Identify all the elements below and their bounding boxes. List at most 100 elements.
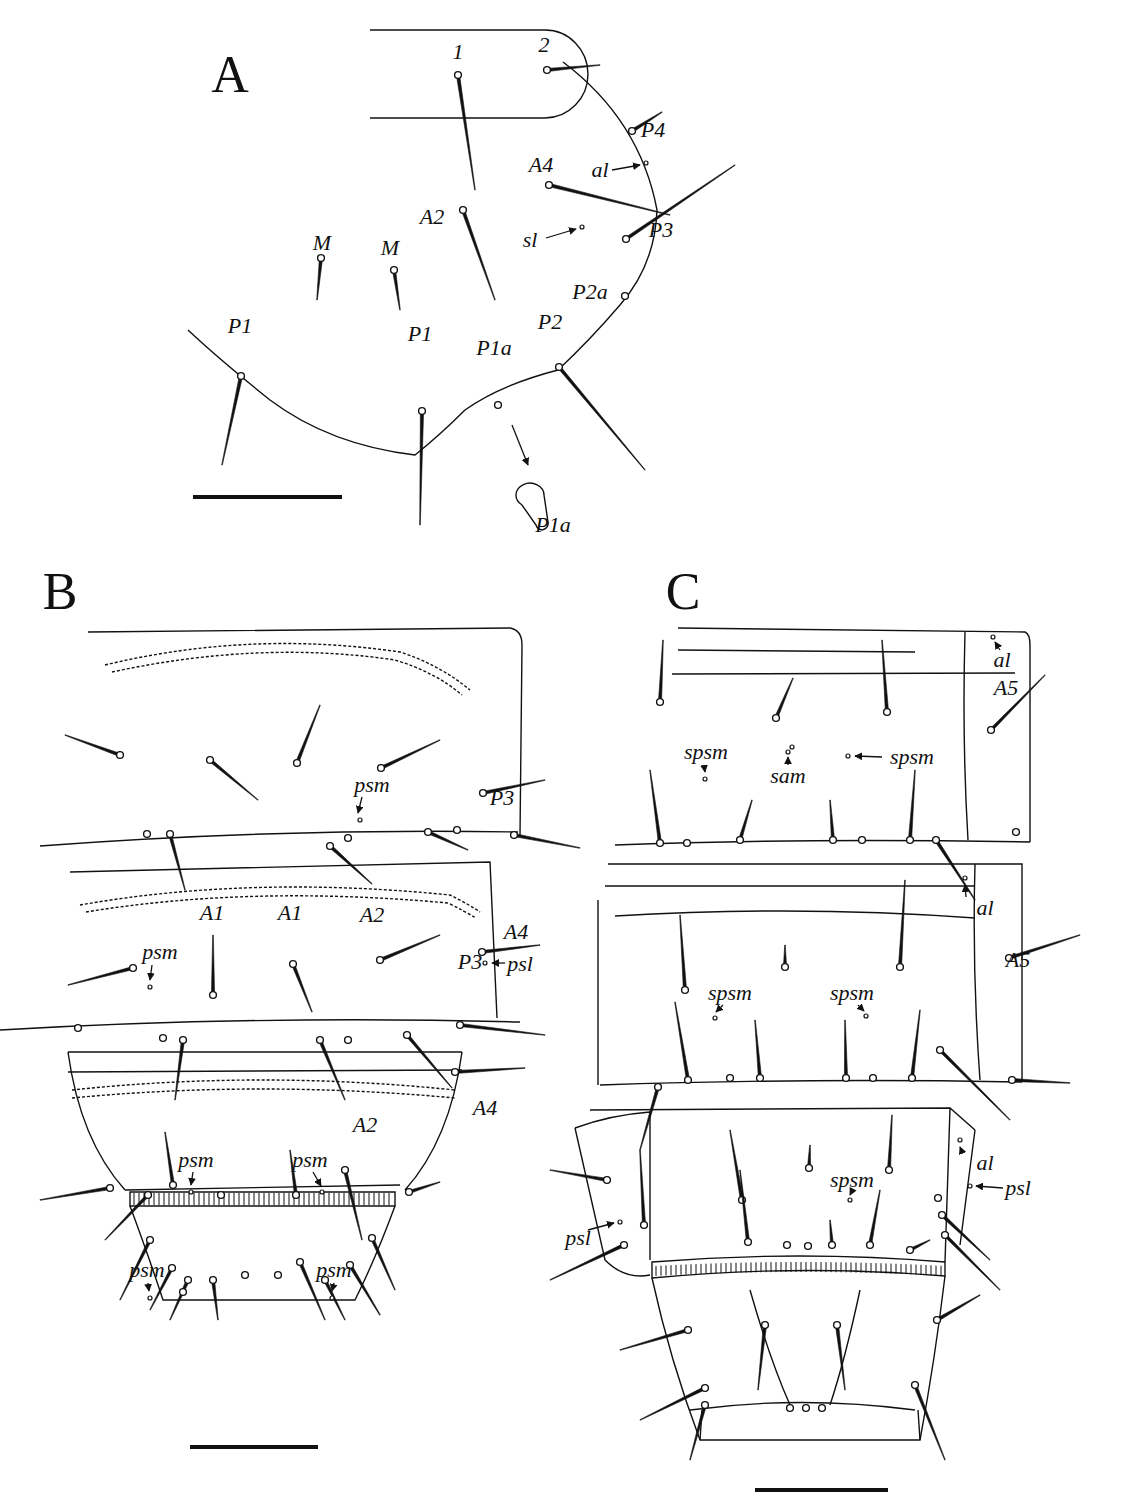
pointer-arrow bbox=[358, 797, 362, 813]
pointer-arrow bbox=[588, 1223, 614, 1230]
seta-socket bbox=[806, 1165, 813, 1172]
hatch-line bbox=[379, 1193, 380, 1205]
hatch-line bbox=[184, 1193, 185, 1205]
hatch-line bbox=[334, 1193, 335, 1205]
seta-socket bbox=[684, 840, 691, 847]
hatch-line bbox=[671, 1265, 672, 1275]
seta-socket bbox=[884, 709, 891, 716]
seta-socket bbox=[144, 831, 151, 838]
seta-label: psm bbox=[354, 774, 389, 796]
hatch-line bbox=[831, 1262, 832, 1272]
seta-socket bbox=[294, 760, 301, 767]
hatch-line bbox=[916, 1265, 917, 1275]
seta bbox=[640, 1387, 706, 1421]
seta-socket bbox=[145, 1192, 152, 1199]
hatch-line bbox=[661, 1266, 662, 1276]
seta-socket bbox=[655, 1084, 662, 1091]
seta bbox=[739, 800, 753, 841]
hatch-line bbox=[711, 1264, 712, 1274]
pointer-arrow bbox=[716, 1005, 723, 1012]
seta-socket bbox=[909, 1075, 916, 1082]
seta-label: 1 bbox=[453, 41, 464, 63]
hatch-line bbox=[289, 1193, 290, 1205]
seta-socket bbox=[327, 843, 334, 850]
hatch-line bbox=[369, 1193, 370, 1205]
hatch-line bbox=[856, 1263, 857, 1273]
hatch-line bbox=[796, 1262, 797, 1272]
pointer-arrow bbox=[313, 1172, 321, 1186]
hatch-line bbox=[174, 1193, 175, 1205]
seta-socket bbox=[912, 1382, 919, 1389]
seta-socket bbox=[702, 1385, 709, 1392]
hatch-line bbox=[364, 1193, 365, 1205]
seta-label: spsm bbox=[830, 982, 874, 1004]
seta-label: P1a bbox=[535, 514, 570, 536]
seta-socket bbox=[682, 987, 689, 994]
seta bbox=[211, 1280, 218, 1320]
seta-socket bbox=[130, 965, 137, 972]
seta bbox=[175, 1040, 185, 1100]
seta-socket bbox=[623, 236, 630, 243]
microsensillum bbox=[330, 1296, 334, 1300]
seta-socket bbox=[757, 1075, 764, 1082]
seta bbox=[939, 1049, 1010, 1120]
seta bbox=[550, 1244, 625, 1281]
microsensillum bbox=[786, 750, 790, 754]
hatch-line bbox=[851, 1262, 852, 1272]
pointer-arrow bbox=[855, 756, 882, 757]
seta bbox=[380, 740, 440, 770]
seta bbox=[640, 1087, 660, 1151]
hatch-line bbox=[896, 1264, 897, 1274]
hatch-line bbox=[811, 1262, 812, 1272]
seta-socket bbox=[454, 827, 461, 834]
hatch-line bbox=[274, 1193, 275, 1205]
seta-socket bbox=[546, 182, 553, 189]
seta-socket bbox=[867, 1242, 874, 1249]
seta bbox=[371, 1237, 396, 1290]
seta-label: A2 bbox=[420, 206, 444, 228]
seta bbox=[349, 1264, 381, 1315]
hatch-line bbox=[681, 1265, 682, 1275]
seta-socket bbox=[207, 757, 214, 764]
pointer-arrow bbox=[191, 1172, 193, 1185]
seta-socket bbox=[495, 402, 502, 409]
panel-letter: A bbox=[211, 49, 249, 101]
hatch-line bbox=[169, 1193, 170, 1205]
seta-label: M bbox=[313, 232, 331, 254]
hatch-line bbox=[736, 1263, 737, 1273]
pointer-arrow bbox=[787, 757, 788, 765]
hatch-line bbox=[134, 1193, 135, 1205]
hatch-line bbox=[816, 1262, 817, 1272]
hatch-line bbox=[189, 1193, 190, 1205]
seta-socket bbox=[107, 1185, 114, 1192]
seta-socket bbox=[657, 699, 664, 706]
seta-socket bbox=[604, 1177, 611, 1184]
seta-label: psl bbox=[565, 1227, 591, 1249]
seta-socket bbox=[886, 1167, 893, 1174]
microsensillum bbox=[846, 754, 850, 758]
seta-socket bbox=[1009, 1077, 1016, 1084]
hatch-line bbox=[841, 1262, 842, 1272]
pointer-arrow bbox=[546, 229, 576, 238]
seta-socket bbox=[238, 373, 245, 380]
seta-label: A4 bbox=[504, 921, 528, 943]
hatch-line bbox=[329, 1193, 330, 1205]
seta-label: P2a bbox=[572, 281, 607, 303]
seta-socket bbox=[452, 1069, 459, 1076]
seta-socket bbox=[345, 1037, 352, 1044]
panel-letter: B bbox=[43, 566, 78, 618]
seta-socket bbox=[297, 1259, 304, 1266]
hatch-line bbox=[756, 1262, 757, 1272]
hatch-line bbox=[309, 1193, 310, 1205]
hatch-line bbox=[374, 1193, 375, 1205]
seta-label: A2 bbox=[360, 904, 384, 926]
hatch-line bbox=[154, 1193, 155, 1205]
seta-socket bbox=[556, 364, 563, 371]
seta bbox=[549, 183, 671, 215]
seta bbox=[406, 1034, 452, 1088]
seta bbox=[680, 915, 687, 990]
hatch-line bbox=[726, 1263, 727, 1273]
seta-socket bbox=[1013, 829, 1020, 836]
seta-label: P3 bbox=[649, 219, 673, 241]
